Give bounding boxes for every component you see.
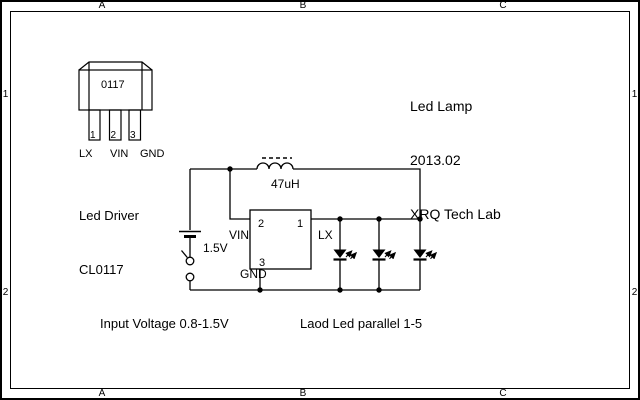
inductor-coil (256, 162, 294, 170)
grid-col-a-top: A (98, 0, 106, 11)
junction-dot (376, 216, 382, 222)
package-pin1-number: 1 (90, 130, 96, 141)
title-product: Led Lamp (410, 98, 473, 114)
junction-dots (227, 166, 423, 293)
junction-dot (337, 216, 343, 222)
package-leg-2 (108, 109, 122, 141)
grid-row-1-left: 1 (2, 89, 9, 100)
junction-dot (337, 287, 343, 293)
switch-contact-bottom (185, 272, 195, 282)
wire-top-right (293, 168, 421, 219)
ic-pin1-number: 1 (297, 218, 303, 230)
package-marking: 0117 (101, 79, 125, 91)
switch-symbol (180, 250, 195, 282)
inductor-label: 47uH (271, 177, 300, 191)
ic-body (249, 209, 312, 270)
led-3-emission-arrow (429, 251, 438, 260)
wire-vin (229, 169, 250, 220)
package-caption-line1: Led Driver (79, 208, 139, 223)
grid-row-2-left: 2 (2, 287, 9, 298)
led-1 (333, 219, 358, 290)
package-pin3-number: 3 (130, 130, 136, 141)
grid-row-1-right: 1 (631, 89, 638, 100)
grid-col-c-top: C (499, 0, 507, 11)
package-leg-3 (128, 109, 142, 141)
led-3-triangle (413, 249, 427, 258)
grid-row-2-right: 2 (631, 287, 638, 298)
grid-col-c-bottom: C (499, 388, 507, 399)
battery-symbol (179, 230, 201, 238)
grid-col-b-bottom: B (299, 388, 307, 399)
ic-pin2-number: 2 (258, 218, 264, 230)
junction-dot (227, 166, 233, 172)
package-caption: Led Driver CL0117 (79, 171, 139, 315)
ic-vin-label: VIN (229, 228, 249, 242)
led-1-triangle (333, 249, 347, 258)
title-block: Led Lamp 2013.02 XRQ Tech Lab (410, 61, 501, 259)
package-pin2-number: 2 (111, 130, 117, 141)
led-1-emission-arrow (345, 250, 353, 258)
title-author: XRQ Tech Lab (410, 206, 501, 222)
package-pin2-name: VIN (110, 148, 128, 160)
package-leg-1 (88, 109, 101, 141)
package-drawing (78, 61, 153, 141)
led-2-triangle (372, 249, 386, 258)
inductor-symbol (256, 157, 294, 170)
junction-dot (257, 287, 263, 293)
package-pin3-name: GND (140, 148, 165, 160)
switch-lever (180, 250, 188, 258)
led-3 (413, 219, 438, 290)
junction-dot (376, 287, 382, 293)
note-load-led: Laod Led parallel 1-5 (300, 316, 423, 331)
circuit-wires (189, 168, 421, 291)
note-input-voltage: Input Voltage 0.8-1.5V (100, 316, 229, 331)
grid-col-b-top: B (299, 0, 307, 11)
ic-pin3-number: 3 (259, 257, 265, 269)
ic-gnd-label: GND (240, 267, 267, 281)
battery-label: 1.5V (203, 241, 228, 255)
led-2 (372, 219, 397, 290)
package-pin1-name: LX (79, 148, 93, 160)
package-tab (78, 61, 153, 71)
title-date: 2013.02 (410, 152, 461, 168)
package-tab-edges (88, 62, 143, 110)
led-1-emission-arrow (349, 251, 358, 260)
junction-dot (417, 216, 423, 222)
grid-col-a-bottom: A (98, 388, 106, 399)
ic-lx-label: LX (318, 228, 333, 242)
led-2-emission-arrow (388, 251, 397, 260)
switch-contact-top (185, 256, 195, 266)
led-2-emission-arrow (384, 250, 392, 258)
package-caption-line2: CL0117 (79, 262, 124, 277)
